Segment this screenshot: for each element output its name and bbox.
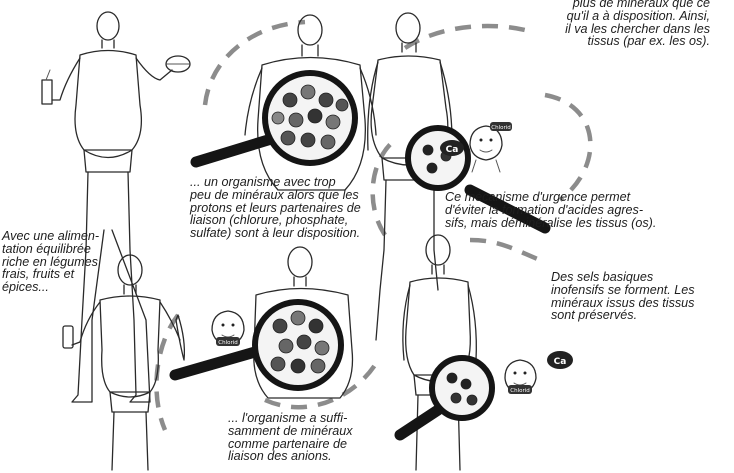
person-bottom-center: Chlorid (175, 247, 353, 398)
caption-deficit-organism: ... un organisme avec trop peu de minéra… (190, 176, 390, 240)
magnifier-handle (196, 140, 268, 162)
person-top-right: Ca Chlorid (368, 13, 545, 340)
dashed-arrow-7 (470, 240, 540, 260)
person-top-center (196, 15, 376, 190)
magnifier-lens (408, 128, 468, 188)
chloride-tag: Chlorid (491, 125, 511, 131)
caption-top-right: plus de minéraux que ce qu'il a à dispos… (505, 0, 710, 48)
magnifier-handle (400, 410, 438, 435)
person-top-left (42, 12, 190, 402)
person-bottom-right: Chlorid Ca (400, 235, 573, 470)
caption-balanced-diet: Avec une alimen- tation équilibrée riche… (2, 230, 122, 294)
chloride-character-icon (470, 126, 502, 160)
dashed-arrow-3 (545, 95, 590, 200)
chloride-tag: Chlorid (218, 340, 238, 346)
caption-emergency-mechanism: Ce mécanisme d'urgence permet d'éviter l… (445, 191, 730, 229)
magnifier-lens (432, 358, 492, 418)
drink-cup-icon (42, 80, 52, 104)
chloride-tag: Chlorid (510, 388, 530, 394)
magnifier-handle (175, 350, 262, 375)
calcium-label: Ca (554, 357, 567, 367)
banana-icon (176, 315, 184, 360)
caption-sufficient-minerals: ... l'organisme a suffi- samment de miné… (228, 412, 378, 463)
calcium-label: Ca (446, 145, 459, 155)
caption-basic-salts: Des sels basiques inofensifs se forment.… (551, 271, 729, 322)
